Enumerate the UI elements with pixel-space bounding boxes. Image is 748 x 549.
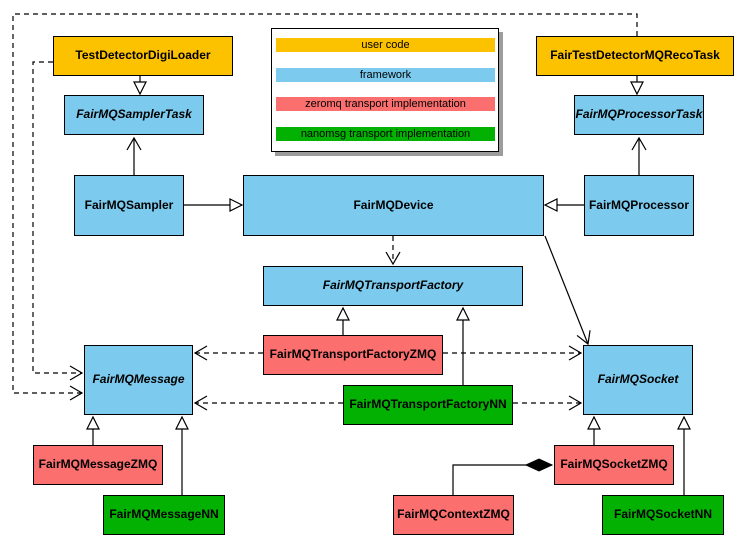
class-box-fairmqsocket: FairMQSocket <box>583 345 693 415</box>
edge-tddl-message-dependency <box>32 61 84 381</box>
edge-device-socket-association <box>544 235 591 346</box>
class-box-fairmqsamplertask: FairMQSamplerTask <box>64 95 204 135</box>
legend-item-nanomsg: nanomsg transport implementation <box>276 127 495 141</box>
class-box-fairmqprocessor: FairMQProcessor <box>584 175 694 236</box>
edge-recotask-message-dependency <box>12 13 638 401</box>
legend-item-user-code: user code <box>276 38 495 52</box>
legend-item-zeromq: zeromq transport implementation <box>276 97 495 111</box>
class-box-fairtestdetectormqrecotask: FairTestDetectorMQRecoTask <box>536 36 734 76</box>
class-box-fairmqtransportfactory: FairMQTransportFactory <box>263 266 523 306</box>
class-box-fairmqsocketnn: FairMQSocketNN <box>602 495 724 535</box>
class-box-fairmqsocketzmq: FairMQSocketZMQ <box>554 445 674 485</box>
legend: user code framework zeromq transport imp… <box>271 28 499 152</box>
class-box-fairmqmessagezmq: FairMQMessageZMQ <box>33 445 163 485</box>
class-box-fairmqtransportfactoryzmq: FairMQTransportFactoryZMQ <box>263 335 443 375</box>
legend-item-framework: framework <box>276 68 495 82</box>
class-box-fairmqprocessortask: FairMQProcessorTask <box>574 95 704 135</box>
class-box-fairmqcontextzmq: FairMQContextZMQ <box>393 495 514 535</box>
class-box-fairmqtransportfactorynn: FairMQTransportFactoryNN <box>343 385 513 425</box>
class-box-fairmqsampler: FairMQSampler <box>74 175 184 236</box>
edge-contextzmq-socketzmq-composition <box>452 458 554 495</box>
class-box-fairmqmessagenn: FairMQMessageNN <box>103 495 225 535</box>
class-box-fairmqdevice: FairMQDevice <box>243 175 544 236</box>
class-box-testdetectordigiloader: TestDetectorDigiLoader <box>53 36 233 76</box>
class-box-fairmqmessage: FairMQMessage <box>84 345 193 415</box>
